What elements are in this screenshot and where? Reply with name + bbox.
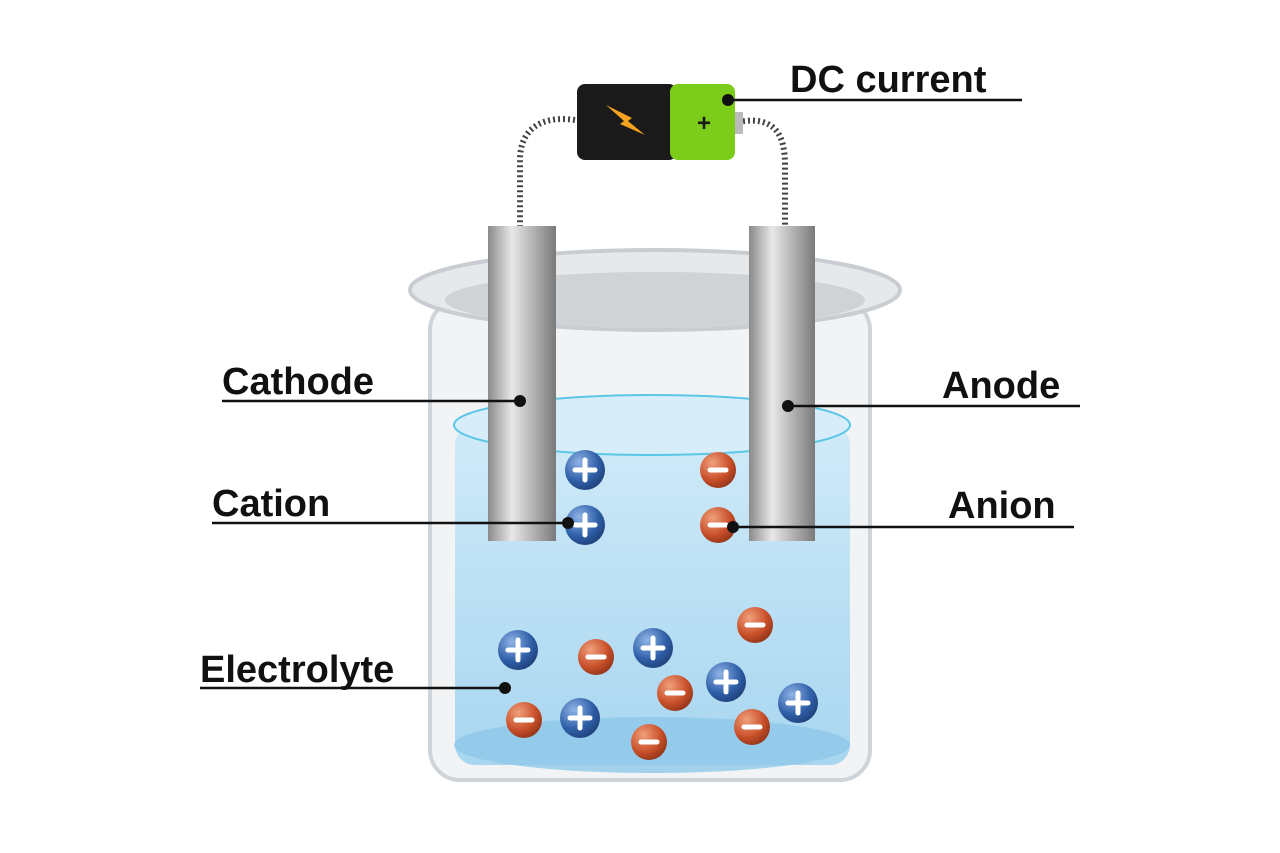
- cation-ion: [633, 628, 673, 668]
- svg-text:Cathode: Cathode: [222, 361, 374, 403]
- beaker: [408, 248, 902, 782]
- wire-right: [737, 117, 788, 228]
- anion-ion: [734, 709, 770, 745]
- cathode-electrode: [488, 226, 556, 541]
- svg-text:Anion: Anion: [948, 485, 1056, 527]
- wire-left: [517, 116, 576, 228]
- anion-ion: [700, 452, 736, 488]
- label-electrolyte: Electrolyte: [200, 649, 511, 694]
- cation-ion: [778, 683, 818, 723]
- cation-ion: [565, 450, 605, 490]
- label-anode: Anode: [782, 365, 1080, 412]
- label-cathode: Cathode: [222, 361, 526, 407]
- cation-ion: [498, 630, 538, 670]
- svg-text:Cation: Cation: [212, 483, 330, 525]
- anion-ion: [578, 639, 614, 675]
- positive-terminal-symbol: +: [697, 110, 711, 137]
- svg-text:Anode: Anode: [942, 365, 1060, 407]
- svg-text:Electrolyte: Electrolyte: [200, 649, 394, 691]
- lightning-bolt-icon: [606, 105, 645, 135]
- cation-ion: [560, 698, 600, 738]
- battery: +: [577, 84, 743, 160]
- label-dc-current: DC current: [722, 59, 1022, 106]
- label-anion: Anion: [727, 485, 1074, 533]
- anion-ion: [506, 702, 542, 738]
- anion-ion: [631, 724, 667, 760]
- anion-ion: [737, 607, 773, 643]
- label-cation: Cation: [212, 483, 574, 529]
- anode-electrode: [749, 226, 815, 541]
- anion-ion: [657, 675, 693, 711]
- cation-ion: [706, 662, 746, 702]
- svg-text:DC current: DC current: [790, 59, 987, 101]
